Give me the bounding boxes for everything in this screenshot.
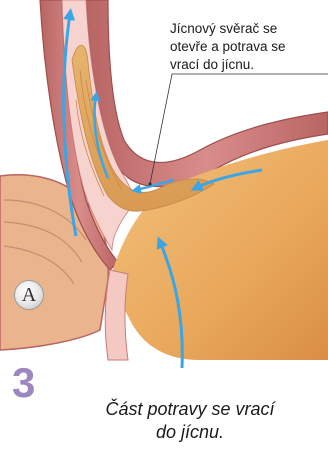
callout-line-1: Jícnový svěrač se [170, 20, 326, 38]
step-number: 3 [12, 362, 35, 404]
stomach-left-lining [105, 270, 128, 360]
callout-leader-dot [148, 182, 151, 185]
callout-line-2: otevře a potrava se [170, 38, 326, 56]
label-badge: A [14, 280, 44, 310]
caption: Část potravy se vrací do jícnu. [70, 398, 310, 444]
sphincter-callout: Jícnový svěrač se otevře a potrava se vr… [170, 20, 326, 74]
caption-line-1: Část potravy se vrací [70, 398, 310, 421]
callout-line-3: vrací do jícnu. [170, 56, 326, 74]
caption-line-2: do jícnu. [70, 421, 310, 444]
